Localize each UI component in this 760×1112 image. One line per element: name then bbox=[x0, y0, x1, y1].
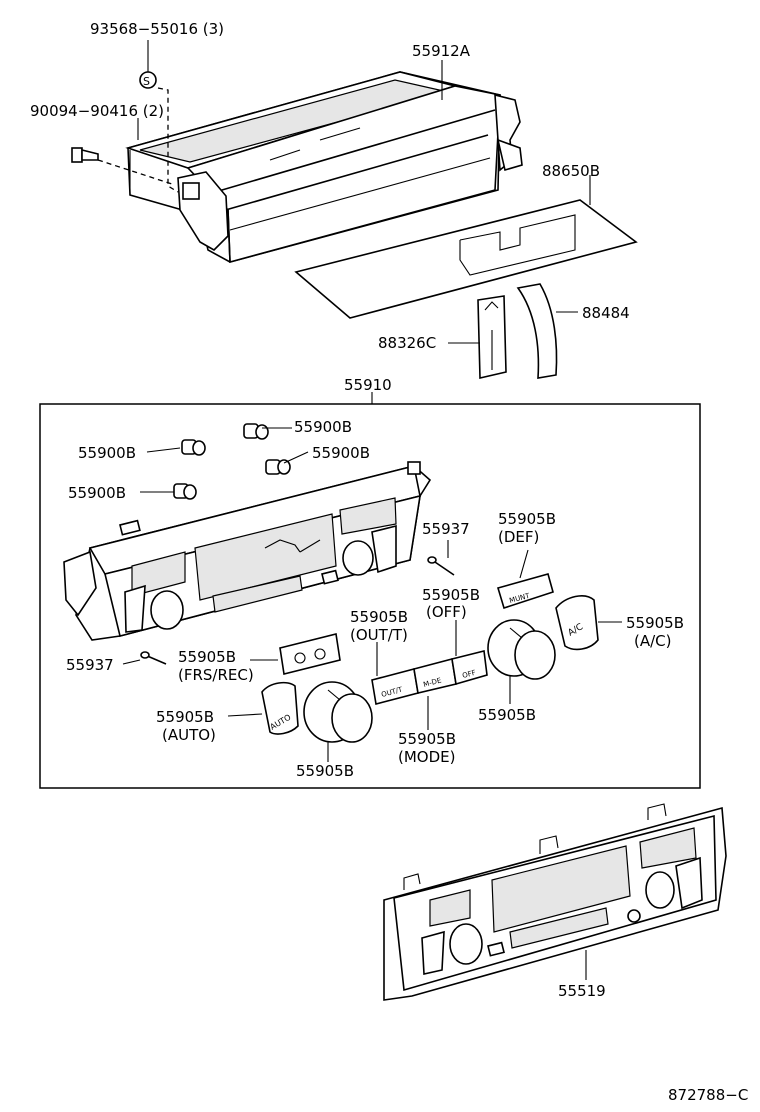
label-55910: 55910 bbox=[344, 376, 392, 394]
label-55905b-knob-left: 55905B bbox=[296, 762, 354, 780]
label-55900b-b: 55900B bbox=[294, 418, 352, 436]
button-frs-rec bbox=[279, 633, 341, 675]
label-55900b-c: 55900B bbox=[312, 444, 370, 462]
label-55905b-ac: 55905B bbox=[626, 614, 684, 632]
label-55937-b: 55937 bbox=[66, 656, 114, 674]
control-panel-55910 bbox=[63, 461, 432, 641]
note-off: (OFF) bbox=[426, 603, 467, 621]
label-88650b: 88650B bbox=[542, 162, 600, 180]
label-55912a: 55912A bbox=[412, 42, 471, 60]
housing-55912a bbox=[125, 71, 523, 264]
button-ac: A/C bbox=[555, 595, 599, 651]
label-55905b-auto: 55905B bbox=[156, 708, 214, 726]
label-88484: 88484 bbox=[582, 304, 630, 322]
label-55937-a: 55937 bbox=[422, 520, 470, 538]
knob-right-icon bbox=[487, 619, 556, 680]
button-auto: AUTO bbox=[261, 681, 299, 735]
bezel-55519 bbox=[383, 803, 727, 1001]
button-outt: OUT/T bbox=[371, 668, 419, 705]
knob-left-icon bbox=[303, 681, 373, 743]
label-55900b-a: 55900B bbox=[78, 444, 136, 462]
label-93568: 93568−55016 (3) bbox=[90, 20, 224, 38]
clip-93568-icon: S bbox=[139, 71, 179, 193]
label-55905b-def: 55905B bbox=[498, 510, 556, 528]
note-outt: (OUT/T) bbox=[350, 626, 408, 644]
screw-90094-icon bbox=[71, 147, 176, 186]
label-90094: 90094−90416 (2) bbox=[30, 102, 164, 120]
bulb-55900b-b-icon bbox=[243, 423, 269, 440]
bulb-55900b-c-icon bbox=[265, 459, 291, 475]
button-off: OFF bbox=[451, 650, 488, 686]
svg-text:OFF: OFF bbox=[461, 669, 476, 680]
button-mode: M-DE bbox=[413, 658, 457, 694]
label-55905b-off: 55905B bbox=[422, 586, 480, 604]
note-def: (DEF) bbox=[498, 528, 539, 546]
note-auto: (AUTO) bbox=[162, 726, 216, 744]
label-55900b-d: 55900B bbox=[68, 484, 126, 502]
bolt-55937-a-icon bbox=[427, 556, 455, 576]
label-55905b-frs: 55905B bbox=[178, 648, 236, 666]
bulb-55900b-d-icon bbox=[173, 483, 197, 500]
note-frs: (FRS/REC) bbox=[178, 666, 254, 684]
strip-88484 bbox=[516, 283, 558, 379]
label-88326c: 88326C bbox=[378, 334, 436, 352]
assembly-box-55910 bbox=[39, 403, 701, 789]
label-55905b-knob-right: 55905B bbox=[478, 706, 536, 724]
label-55519: 55519 bbox=[558, 982, 606, 1000]
label-55905b-mode: 55905B bbox=[398, 730, 456, 748]
bulb-55900b-a-icon bbox=[181, 439, 206, 456]
diagram-id: 872788−C bbox=[668, 1086, 748, 1104]
bolt-55937-b-icon bbox=[140, 651, 167, 665]
sheet-88650b bbox=[294, 199, 638, 319]
note-mode: (MODE) bbox=[398, 748, 455, 766]
button-def: MUNT bbox=[496, 573, 554, 610]
note-ac: (A/C) bbox=[634, 632, 672, 650]
bracket-88326c bbox=[477, 295, 507, 379]
label-55905b-outt: 55905B bbox=[350, 608, 408, 626]
svg-text:S: S bbox=[143, 75, 150, 88]
